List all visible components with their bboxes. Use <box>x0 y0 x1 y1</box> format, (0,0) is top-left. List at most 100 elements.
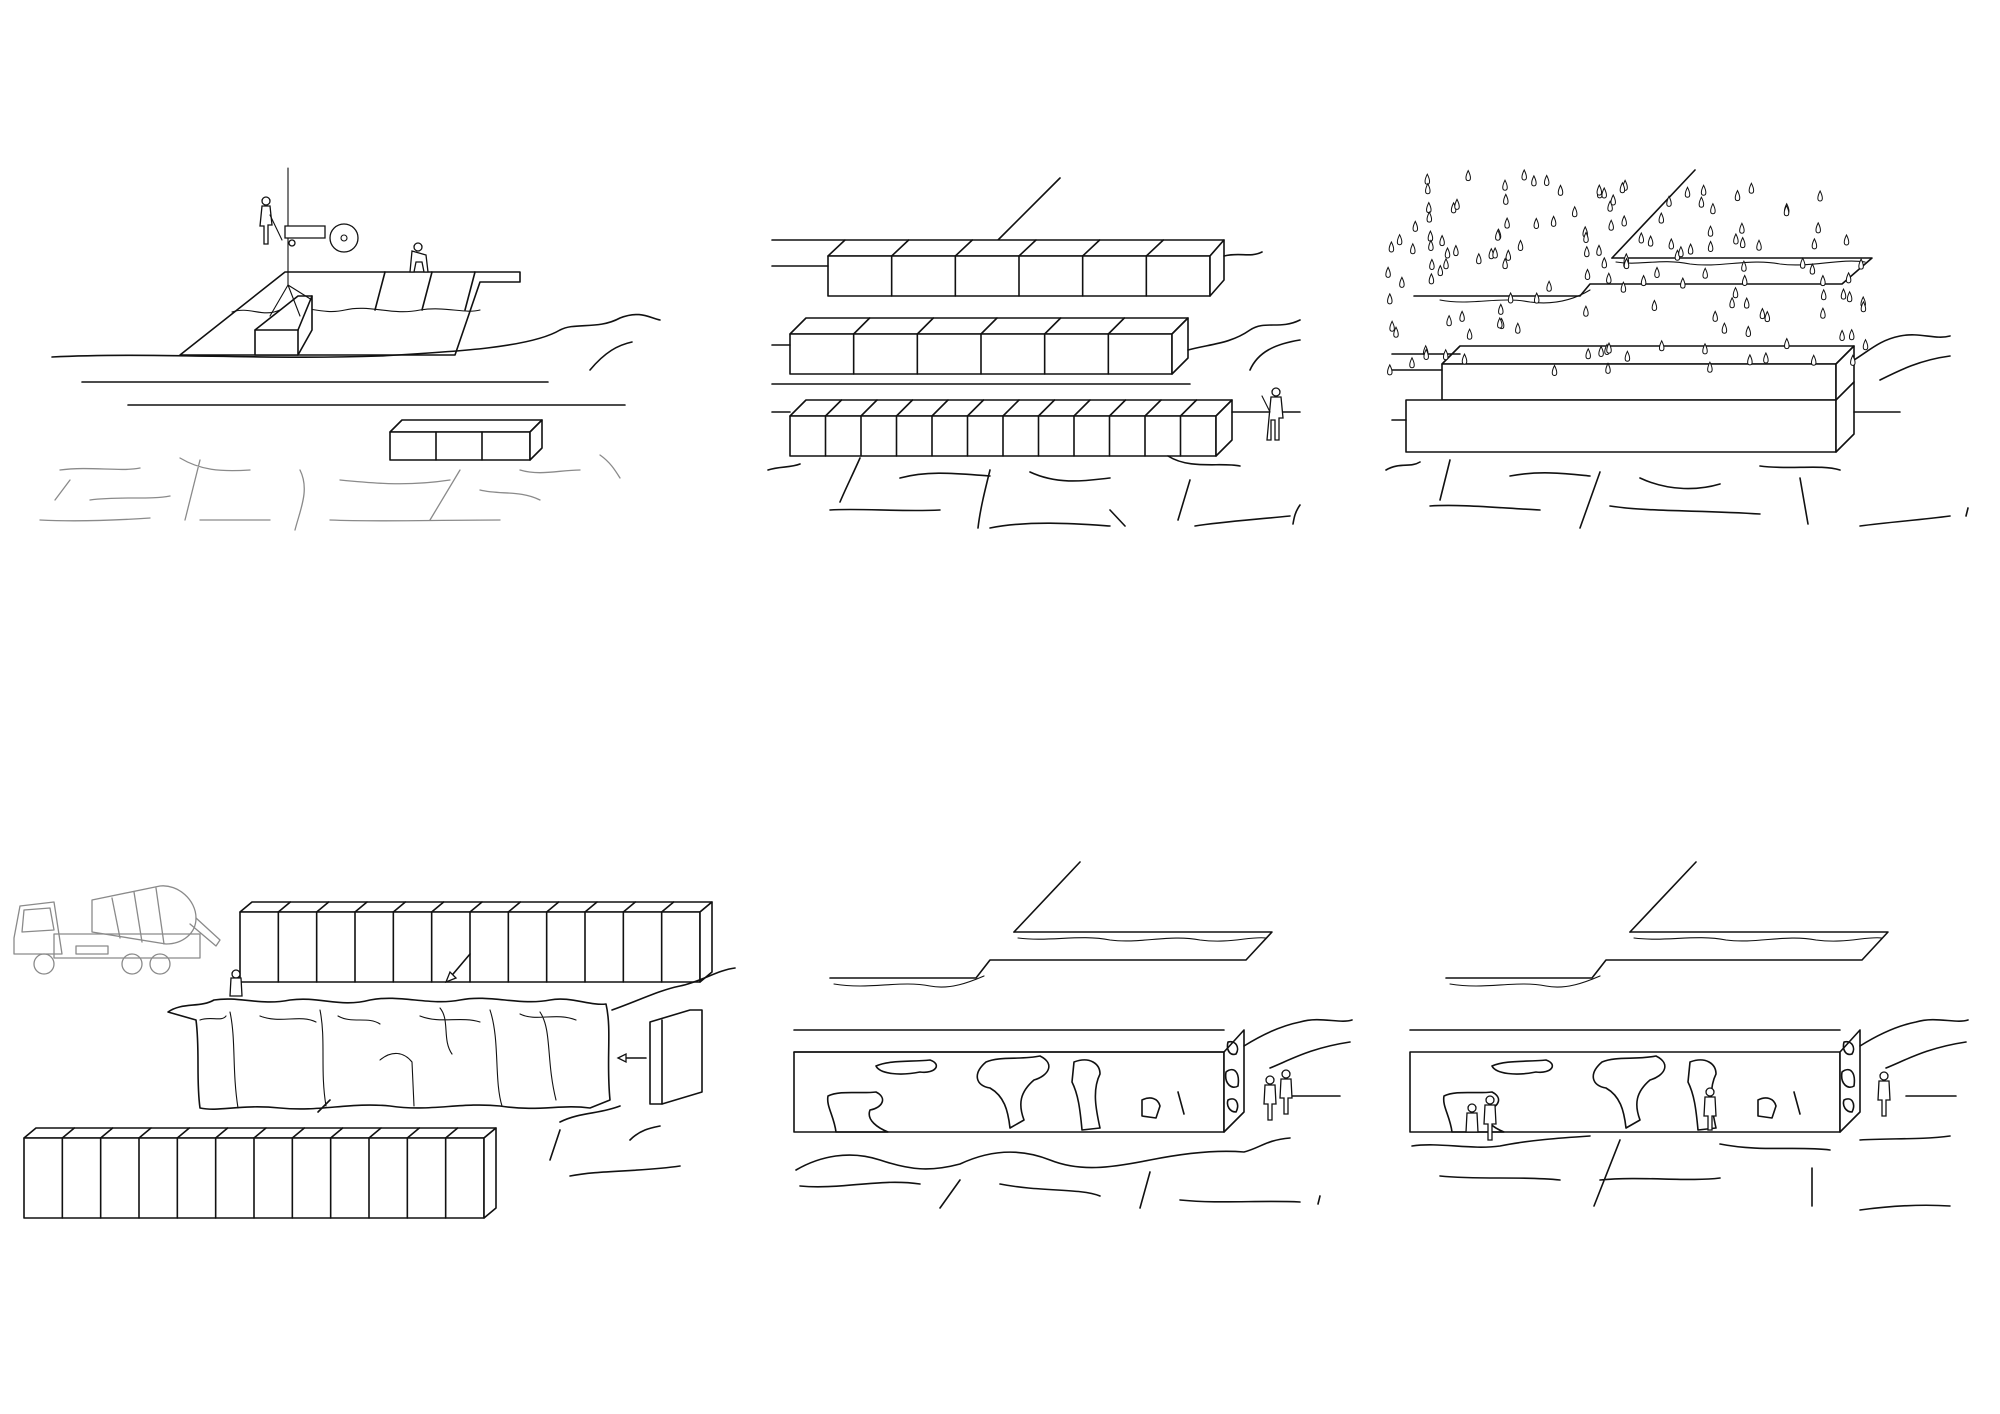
cut-block-top <box>390 420 542 432</box>
ground-texture-2 <box>768 456 1300 528</box>
rain-drop-icon <box>1427 212 1432 222</box>
rain-drop-icon <box>1493 248 1498 258</box>
terrain-wave <box>796 1138 1290 1170</box>
rain-drop-icon <box>1722 323 1727 333</box>
survey-staff <box>1262 396 1270 412</box>
person-head <box>1706 1088 1714 1096</box>
row-2-ground-2 <box>1250 340 1300 370</box>
person-body <box>1280 1079 1292 1114</box>
formwork-row-back <box>240 902 712 982</box>
rain-drop-icon <box>1585 247 1590 257</box>
rain-drop-icon <box>1812 239 1817 249</box>
rain-drop-icon <box>1597 245 1602 255</box>
worker-2 <box>410 243 428 272</box>
rain-drop-icon <box>1757 240 1762 250</box>
rain-drop-icon <box>1602 258 1607 268</box>
upper-water-edge <box>1616 261 1865 265</box>
rain-drop-icon <box>1390 321 1395 331</box>
panel-rain-erosion <box>1386 170 1968 528</box>
rain-drop-icon <box>1444 259 1449 269</box>
row-1-ground <box>1224 252 1262 256</box>
panel-block-grid-placement <box>768 178 1300 528</box>
rain-drop-icon <box>1785 339 1790 349</box>
rain-drop-icon <box>1438 266 1443 276</box>
truck-stripe <box>76 946 108 954</box>
rain-drop-icon <box>1659 341 1664 351</box>
rain-drop-icon <box>1460 311 1465 321</box>
rain-drop-icon <box>1652 301 1657 311</box>
worker-body <box>1267 397 1283 440</box>
rain-drop-icon <box>1454 246 1459 256</box>
ground-texture-5 <box>800 1172 1320 1208</box>
ground-edge-2 <box>590 342 632 370</box>
rain-drop-icon <box>1708 226 1713 236</box>
wheel-icon <box>34 954 54 974</box>
rain-drop-icon <box>1440 236 1445 246</box>
rain-drop-icon <box>1551 216 1556 226</box>
wheel-icon <box>150 954 170 974</box>
rain-drops <box>1386 170 1868 376</box>
rain-drop-icon <box>1400 277 1405 287</box>
rain-drop-icon <box>1740 238 1745 248</box>
rain-drop-icon <box>1821 308 1826 318</box>
rain-drop-icon <box>1504 194 1509 204</box>
ground-texture-3 <box>1386 460 1968 528</box>
rain-drop-icon <box>1410 358 1415 368</box>
quarry-platform <box>180 272 520 355</box>
rain-drop-icon <box>1413 221 1418 231</box>
rain-drop-icon <box>1708 242 1713 252</box>
rain-drop-icon <box>1534 219 1539 229</box>
rain-drop-icon <box>1389 242 1394 252</box>
ground-edge-6 <box>1860 1020 1968 1046</box>
worker-tool <box>270 215 282 240</box>
person-body <box>1466 1113 1478 1132</box>
rain-drop-icon <box>1667 196 1672 206</box>
worker-head <box>232 970 240 978</box>
guide-line <box>1014 862 1080 932</box>
rain-drop-icon <box>1733 288 1738 298</box>
person-body <box>1264 1085 1276 1120</box>
rain-drop-icon <box>1846 273 1851 283</box>
rain-drop-icon <box>1711 204 1716 214</box>
worker-head <box>1272 388 1280 396</box>
rain-drop-icon <box>1849 330 1854 340</box>
rain-drop-icon <box>1607 273 1612 283</box>
rain-drop-icon <box>1425 174 1430 184</box>
worker-pouring <box>230 970 242 996</box>
rain-drop-icon <box>1760 309 1765 319</box>
upper-water-edge <box>1634 938 1882 941</box>
panel-eroded-volume <box>794 862 1352 1208</box>
rain-drop-icon <box>1622 216 1627 226</box>
rain-drop-icon <box>1503 180 1508 190</box>
row-top <box>828 240 1224 256</box>
stacked-block-volume <box>1406 346 1854 452</box>
truck-cab <box>14 902 62 954</box>
guide-line <box>998 178 1060 240</box>
person-head <box>1266 1076 1274 1084</box>
rain-drop-icon <box>1818 191 1823 201</box>
cart-wheel <box>289 240 295 246</box>
rain-drop-icon <box>1584 306 1589 316</box>
ground-edge-5 <box>1244 1020 1352 1046</box>
ground-edge-3 <box>1854 335 1950 360</box>
worker-body <box>260 206 272 244</box>
person-body <box>1484 1105 1496 1140</box>
rain-drop-icon <box>1597 185 1602 195</box>
rain-drop-icon <box>1427 203 1432 213</box>
ground-edge-3b <box>1880 356 1950 380</box>
rain-drop-icon <box>1499 304 1504 314</box>
formwork-side <box>484 1128 496 1218</box>
rain-drop-icon <box>1455 199 1460 209</box>
person-head <box>1468 1104 1476 1112</box>
ground-edge-4b <box>550 1106 680 1176</box>
rain-drop-icon <box>1648 236 1653 246</box>
rain-drop-icon <box>1749 183 1754 193</box>
rain-drop-icon <box>1863 340 1868 350</box>
arrowhead-icon <box>618 1054 626 1062</box>
person-body <box>1878 1081 1890 1116</box>
rain-drop-icon <box>1669 239 1674 249</box>
rain-drop-icon <box>1840 331 1845 341</box>
rain-drop-icon <box>1744 298 1749 308</box>
